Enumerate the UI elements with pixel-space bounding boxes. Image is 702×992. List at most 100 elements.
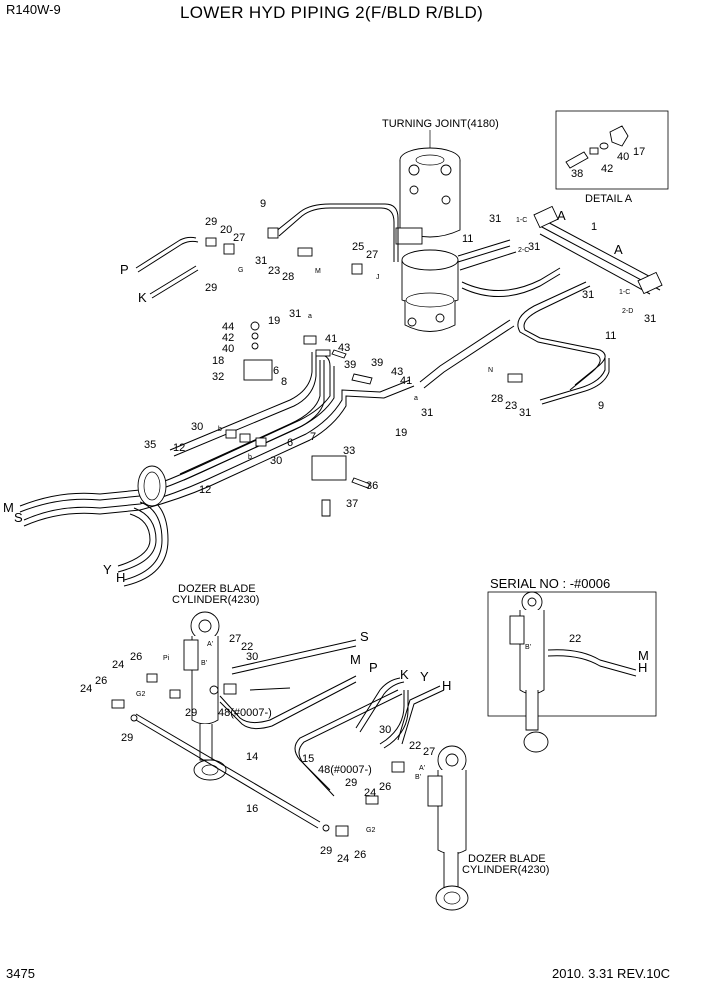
mark-a-2: a — [414, 395, 418, 402]
turning-joint — [395, 147, 461, 332]
callout-22: 22 — [569, 633, 581, 645]
callout-14: 14 — [246, 751, 258, 763]
callout-42: 42 — [601, 163, 613, 175]
callout-8: 8 — [281, 376, 287, 388]
callout-12: 12 — [173, 442, 185, 454]
upper-piping — [135, 203, 663, 405]
callout-27: 27 — [366, 249, 378, 261]
callout-23: 23 — [505, 400, 517, 412]
mark-B-serial: B' — [525, 644, 531, 651]
mark-2D: 2-D — [622, 308, 633, 315]
port-S: S — [14, 510, 23, 525]
callout-24: 24 — [80, 683, 92, 695]
callout-30: 30 — [379, 724, 391, 736]
page-number: 3475 — [6, 966, 35, 981]
callout-31: 31 — [489, 213, 501, 225]
serial-box — [487, 591, 657, 717]
callout-38: 38 — [571, 168, 583, 180]
callout-9: 9 — [260, 198, 266, 210]
callout-30: 30 — [270, 455, 282, 467]
callout-31: 31 — [582, 289, 594, 301]
callout-15: 15 — [302, 753, 314, 765]
callout-6: 6 — [273, 365, 279, 377]
callout-29: 29 — [121, 732, 133, 744]
callout-39: 39 — [344, 359, 356, 371]
callout-27: 27 — [233, 232, 245, 244]
lower-fittings — [111, 673, 405, 837]
callout-23: 23 — [268, 265, 280, 277]
callout-25: 25 — [352, 241, 364, 253]
callout-29: 29 — [205, 216, 217, 228]
callout-36: 36 — [366, 480, 378, 492]
callout-17: 17 — [633, 146, 645, 158]
dozer-cyl-right-label-2: CYLINDER(4230) — [462, 864, 549, 876]
callout-31: 31 — [255, 255, 267, 267]
callout-30: 30 — [191, 421, 203, 433]
callout-27: 27 — [423, 746, 435, 758]
callout-26: 26 — [379, 781, 391, 793]
callout-31: 31 — [289, 308, 301, 320]
callout-1: 1 — [591, 221, 597, 233]
callout-24: 24 — [112, 659, 124, 671]
detail-a-box — [555, 110, 669, 190]
callout-11: 11 — [462, 233, 473, 245]
port-H-lower: H — [442, 678, 451, 693]
mark-Aprime-2: A' — [419, 765, 425, 772]
callout-48-1: 48(#0007-) — [218, 707, 272, 719]
callout-22: 22 — [409, 740, 421, 752]
callout-41: 41 — [400, 375, 412, 387]
model-label: R140W-9 — [6, 2, 61, 17]
callout-30: 30 — [246, 651, 258, 663]
page-title: LOWER HYD PIPING 2(F/BLD R/BLD) — [180, 3, 483, 22]
callout-43: 43 — [338, 342, 350, 354]
detail-a-parts — [565, 125, 629, 169]
callout-31: 31 — [528, 241, 540, 253]
mark-2C: 2-C — [518, 247, 529, 254]
callout-19: 19 — [268, 315, 280, 327]
callout-40: 40 — [222, 343, 234, 355]
callout-7: 7 — [310, 431, 316, 443]
mark-b-2: b — [248, 454, 252, 461]
callout-26: 26 — [354, 849, 366, 861]
port-Y-lower: Y — [420, 669, 429, 684]
mark-b-1: b — [218, 426, 222, 433]
callout-12: 12 — [199, 484, 211, 496]
callout-48-2: 48(#0007-) — [318, 764, 372, 776]
callout-6: 6 — [287, 437, 293, 449]
mark-Pi: Pi — [163, 655, 170, 662]
dozer-cyl-right-label-1: DOZER BLADE — [468, 853, 546, 865]
callout-18: 18 — [212, 355, 224, 367]
port-P: P — [120, 262, 129, 277]
lower-pipes — [135, 639, 445, 829]
port-M-lower: M — [350, 652, 361, 667]
callout-31: 31 — [644, 313, 656, 325]
mark-N: N — [488, 367, 493, 374]
port-P-lower: P — [369, 660, 378, 675]
port-K-lower: K — [400, 667, 409, 682]
callout-26: 26 — [95, 675, 107, 687]
callout-31: 31 — [519, 407, 531, 419]
main-pipe-bundle — [19, 352, 415, 587]
mark-M: M — [315, 268, 321, 275]
callout-19: 19 — [395, 427, 407, 439]
callout-29: 29 — [185, 707, 197, 719]
callout-31: 31 — [421, 407, 433, 419]
callout-29: 29 — [345, 777, 357, 789]
callout-28: 28 — [282, 271, 294, 283]
callout-29: 29 — [205, 282, 217, 294]
dozer-cyl-left-label-1: DOZER BLADE — [178, 583, 256, 595]
mark-J: J — [376, 274, 380, 281]
callout-26: 26 — [130, 651, 142, 663]
fittings — [205, 227, 523, 517]
serial-cylinder — [509, 591, 637, 753]
callout-40: 40 — [617, 151, 629, 163]
dozer-cyl-left-label-2: CYLINDER(4230) — [172, 594, 259, 606]
mark-Bprime-1: B' — [201, 660, 207, 667]
dozer-cylinder-right — [427, 745, 469, 911]
port-Y: Y — [103, 562, 112, 577]
mark-G: G — [238, 267, 243, 274]
port-H-serial: H — [638, 660, 647, 675]
callout-33: 33 — [343, 445, 355, 457]
detail-a-label: DETAIL A — [585, 193, 633, 205]
